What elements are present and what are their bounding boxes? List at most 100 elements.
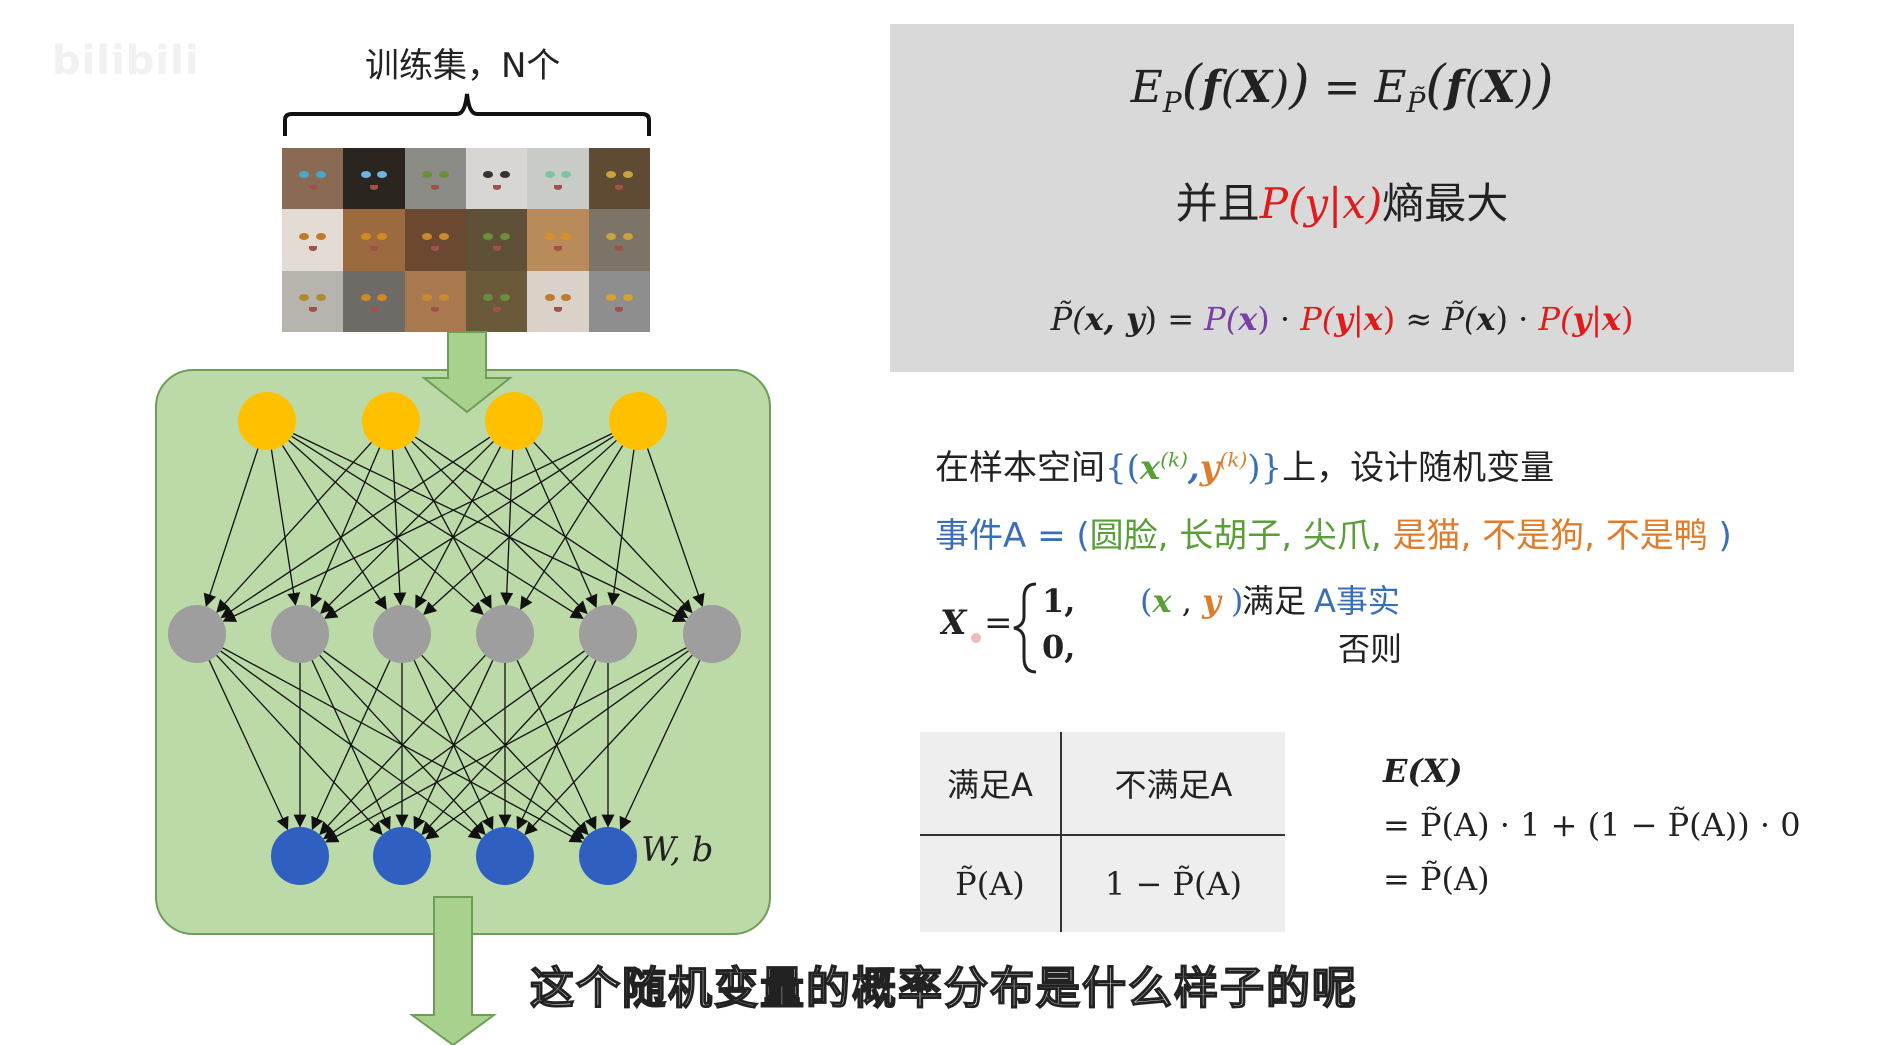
cat-image (404, 148, 466, 210)
hidden-node (168, 605, 226, 663)
expectation-line-1: E(X) (1383, 752, 1463, 790)
output-arrow-icon (408, 896, 498, 1045)
table-value-not-satisfy: 1 − P̃(A) (1104, 865, 1243, 903)
cursor-dot (971, 633, 981, 643)
network-edge (646, 448, 705, 608)
expectation-line-3: = P̃(A) (1383, 860, 1490, 898)
network-edge (421, 654, 589, 836)
cat-image (527, 270, 589, 332)
case-one: 1, (1042, 582, 1075, 620)
cat-image (343, 148, 405, 210)
cat-image (588, 209, 650, 271)
output-node (271, 827, 329, 885)
expectation-line-2: = P̃(A) · 1 + (1 − P̃(A)) · 0 (1383, 806, 1801, 844)
cat-image-grid (282, 148, 650, 332)
case-one-text: 满足 (1242, 582, 1306, 620)
table-value-satisfy: P̃(A) (920, 835, 1062, 932)
network-edge (270, 449, 301, 606)
input-arrow-icon (421, 331, 513, 414)
cat-image (282, 148, 344, 210)
network-edge (281, 445, 387, 611)
cat-image (527, 148, 589, 210)
cat-image (465, 209, 528, 271)
network-edge (323, 650, 585, 840)
formula-expectation-equality: EP(f(X)) = EP̃(f(X)) (1130, 55, 1554, 119)
cat-image (465, 270, 528, 332)
formula-max-entropy: 并且P(y|x)熵最大 (1176, 179, 1509, 228)
brace-icon (283, 93, 651, 136)
event-labels: 是猫, 不是狗, 不是鸭 (1392, 516, 1708, 556)
output-node (476, 827, 534, 885)
network-edge (414, 436, 689, 619)
cat-image (282, 270, 344, 332)
random-variable-definition-svg: X = 1, 0, (x , y ) 满足 A事实 否则 (938, 582, 1402, 674)
network-edge (311, 660, 391, 831)
network-edge (425, 650, 689, 840)
sample-space-prefix: 在样本空间 (935, 448, 1105, 488)
network-edge (516, 660, 597, 831)
input-node (238, 392, 296, 450)
network-edge (415, 446, 502, 609)
case-one-condition: (x , y ) (1140, 582, 1243, 620)
event-definition-line: 事件A = (圆脸, 长胡子, 尖爪, 是猫, 不是狗, 不是鸭 ) (935, 508, 1732, 557)
network-edge (421, 654, 589, 836)
case-zero: 0, (1042, 628, 1075, 666)
cat-image (465, 148, 528, 210)
network-edge (292, 432, 687, 622)
network-edge (324, 435, 614, 619)
sample-space-suffix: 上，设计随机变量 (1282, 448, 1555, 488)
network-edge (319, 654, 486, 836)
sample-space-line: 在样本空间{(x(k),y(k))}上，设计随机变量 (935, 440, 1554, 489)
hidden-node (579, 605, 637, 663)
network-edge (208, 660, 289, 831)
cat-image (588, 270, 650, 332)
weights-bias-label: W, b (641, 830, 714, 870)
watermark: bilibili (52, 38, 200, 84)
sample-space-set: {(x(k),y(k))} (1105, 447, 1283, 488)
neural-network-panel (155, 369, 771, 935)
cat-image (404, 270, 466, 332)
case-one-event: A事实 (1314, 582, 1400, 620)
network-edge (325, 647, 687, 843)
network-edge (423, 439, 617, 615)
network-edge (203, 448, 259, 608)
cat-image (527, 209, 589, 271)
network-edge (524, 654, 693, 836)
network-edge (500, 449, 514, 606)
table-header-not-satisfy: 不满足A (1060, 732, 1285, 836)
cat-image (343, 209, 405, 271)
hidden-node (683, 605, 741, 663)
network-edge (222, 433, 613, 622)
network-edge (516, 660, 597, 831)
network-edge (310, 447, 381, 608)
output-node (579, 827, 637, 885)
hidden-node (373, 605, 431, 663)
input-node (362, 392, 420, 450)
case-zero-otherwise: 否则 (1338, 630, 1402, 668)
cat-image (343, 270, 405, 332)
event-prefix: 事件A = ( (935, 516, 1090, 556)
network-edge (220, 436, 491, 619)
network-edge (404, 446, 492, 609)
table-header-satisfy: 满足A (920, 732, 1062, 836)
network-edge (311, 660, 391, 831)
cat-image (282, 209, 344, 271)
network-edge (288, 439, 484, 616)
formula-joint-approx: P̃(x, y) = P(x) · P(y|x) ≈ P̃(x) · P(y|x… (1050, 300, 1634, 338)
formula-box (890, 24, 1794, 372)
network-edge (320, 440, 494, 614)
probability-table: 满足A 不满足A P̃(A) 1 − P̃(A) (920, 732, 1285, 932)
expectation-derivation: E(X) = P̃(A) · 1 + (1 − P̃(A)) · 0 = P̃(… (1383, 744, 1801, 906)
network-edge (391, 449, 407, 606)
network-edge (525, 447, 598, 609)
network-edge (216, 654, 383, 836)
event-close: ) (1707, 516, 1732, 556)
network-edge (520, 445, 624, 610)
output-node (373, 827, 431, 885)
network-edge (216, 442, 372, 614)
left-brace-icon (1013, 582, 1037, 674)
input-node (485, 392, 543, 450)
event-features: 圆脸, 长胡子, 尖爪, (1089, 516, 1393, 556)
